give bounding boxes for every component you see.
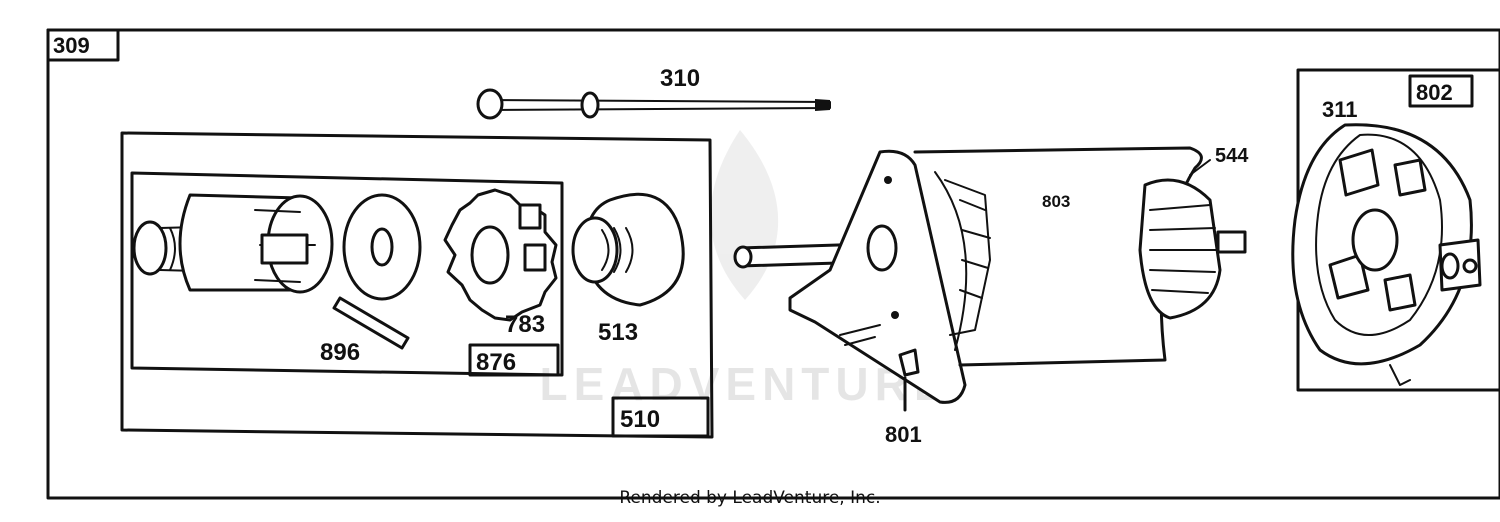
label-311: 311 xyxy=(1322,97,1358,122)
clutch-assembly xyxy=(132,193,334,294)
armature-544 xyxy=(1138,159,1247,320)
drive-assembly-label-box xyxy=(611,396,710,438)
washer xyxy=(342,193,422,301)
drive-kit-frame xyxy=(130,171,564,377)
assembly-label-box xyxy=(46,28,120,62)
brush-end-cap xyxy=(1291,123,1482,386)
label-510: 510 xyxy=(620,406,660,433)
drive-kit-label-box xyxy=(468,343,560,377)
label-310: 310 xyxy=(660,65,700,92)
watermark-flame-icon xyxy=(710,130,779,300)
watermark: LEADVENTURE xyxy=(539,130,950,410)
drive-assembly-frame xyxy=(120,131,714,439)
outer-frame xyxy=(46,28,1500,500)
drive-nut-513 xyxy=(571,192,685,307)
pin-310 xyxy=(476,88,831,120)
gear-783 xyxy=(443,188,558,322)
end-cap-brush-label-box xyxy=(1408,74,1474,108)
label-803: 803 xyxy=(1042,192,1070,211)
label-801: 801 xyxy=(885,422,922,447)
roll-pin-896 xyxy=(332,296,410,350)
watermark-text: LEADVENTURE xyxy=(539,358,950,410)
motor-end-cap-801 xyxy=(733,149,967,412)
footer-credit: Rendered by LeadVenture, Inc. xyxy=(619,488,881,508)
label-876: 876 xyxy=(476,349,516,376)
label-802: 802 xyxy=(1416,80,1453,105)
label-783: 783 xyxy=(505,311,545,338)
label-513: 513 xyxy=(598,319,638,346)
label-544: 544 xyxy=(1215,145,1249,167)
label-896: 896 xyxy=(320,339,360,366)
label-309: 309 xyxy=(53,33,90,58)
